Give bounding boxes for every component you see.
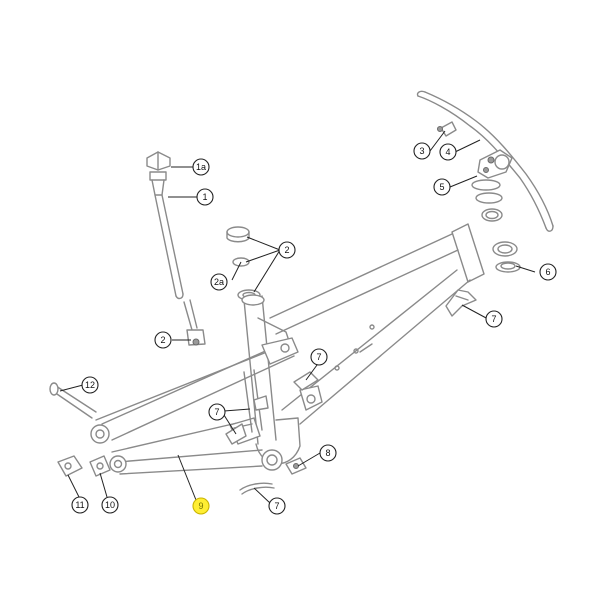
callout-11-label: 11 — [75, 500, 84, 510]
callout-7-downtube-guide-label: 7 — [491, 314, 496, 324]
callout-6: 6 — [539, 263, 557, 281]
callout-7-bb-guide-label: 7 — [274, 501, 279, 511]
small-hardware — [57, 455, 307, 477]
callout-1: 1 — [196, 188, 214, 206]
mainframe — [241, 223, 485, 471]
handlebar — [416, 90, 554, 232]
callout-3-label: 3 — [419, 146, 424, 156]
callout-7-shock-guide: 7 — [310, 348, 328, 366]
callout-5: 5 — [433, 178, 451, 196]
callout-10: 10 — [101, 496, 119, 514]
clamp-rings — [226, 226, 261, 301]
callout-7-seattube-guide-label: 7 — [214, 407, 219, 417]
callout-8-label: 8 — [325, 448, 330, 458]
callout-9-label: 9 — [198, 501, 203, 511]
callout-11: 11 — [71, 496, 89, 514]
callout-4-label: 4 — [445, 147, 450, 157]
callout-5-label: 5 — [439, 182, 444, 192]
callout-6-label: 6 — [545, 267, 550, 277]
cable-guides — [225, 289, 477, 495]
callout-12-label: 12 — [85, 380, 95, 390]
callout-4: 4 — [439, 143, 457, 161]
stem — [477, 149, 513, 179]
callout-2-rings-label: 2 — [284, 245, 289, 255]
callout-3: 3 — [413, 142, 431, 160]
callout-9-highlighted: 9 — [192, 497, 210, 515]
headset-stack — [471, 179, 521, 273]
callout-7-bb-guide: 7 — [268, 497, 286, 515]
callout-7-downtube-guide: 7 — [485, 310, 503, 328]
callout-2-rings: 2 — [278, 241, 296, 259]
callout-1a: 1a — [192, 158, 210, 176]
callout-7-shock-guide-label: 7 — [316, 352, 321, 362]
callout-2a: 2a — [210, 273, 228, 291]
callout-1-label: 1 — [202, 192, 207, 202]
seatpost-assembly — [146, 151, 206, 346]
callout-2-seatclamp: 2 — [154, 331, 172, 349]
callout-1a-label: 1a — [196, 162, 206, 172]
leader-lines — [59, 130, 536, 504]
callout-8: 8 — [319, 444, 337, 462]
callout-12: 12 — [81, 376, 99, 394]
callouts: 1a 1 2 2a 2 3 4 5 — [71, 142, 557, 515]
callout-2a-label: 2a — [214, 277, 224, 287]
callout-7-seattube-guide: 7 — [208, 403, 226, 421]
callout-10-label: 10 — [105, 500, 115, 510]
callout-2-seatclamp-label: 2 — [160, 335, 165, 345]
bar-clamp-bolt — [437, 121, 457, 137]
